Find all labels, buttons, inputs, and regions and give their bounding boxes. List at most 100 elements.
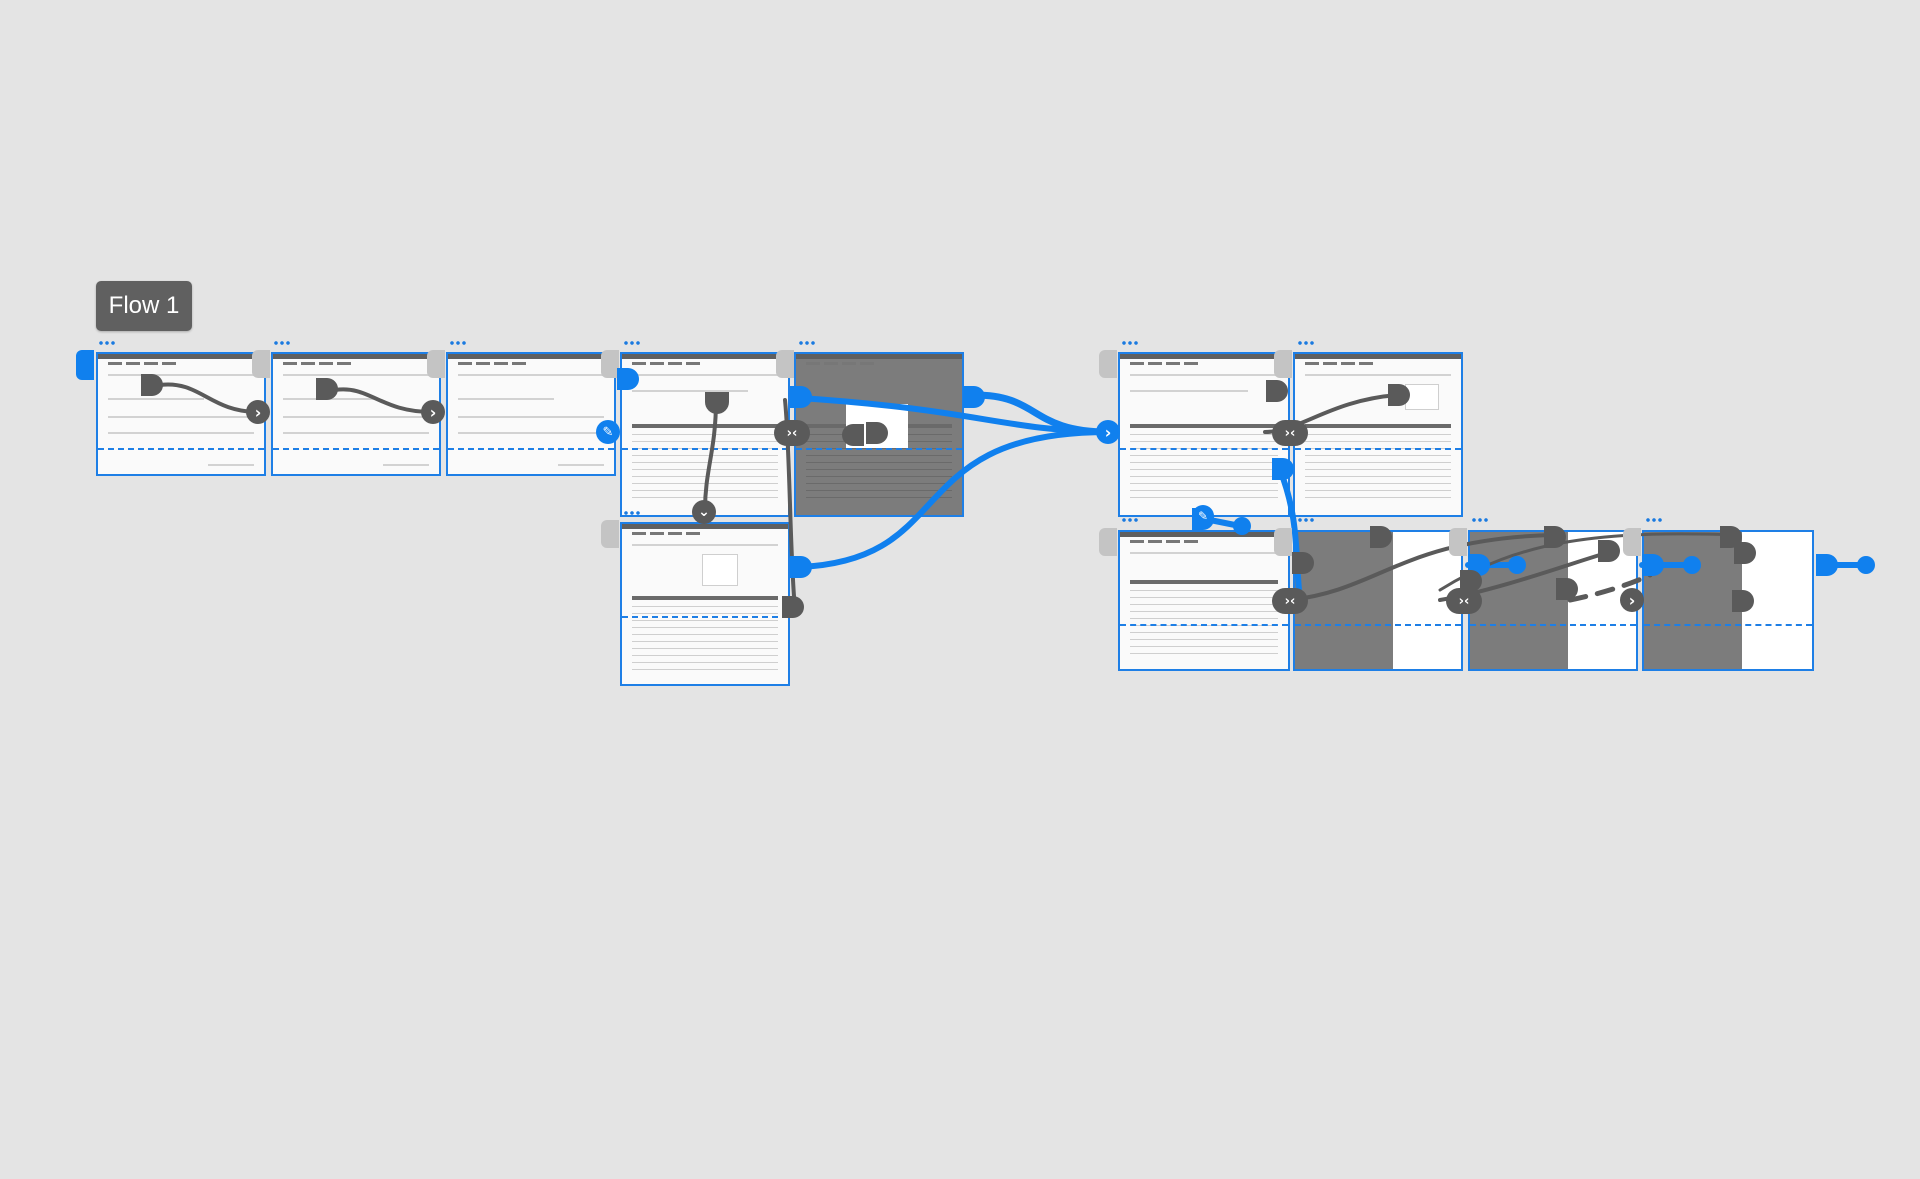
artboard-fold-line — [1295, 448, 1461, 450]
artboard-field-line — [283, 416, 429, 418]
artboard-screen-12[interactable] — [1642, 530, 1814, 671]
next-hub-chevron-right-icon[interactable]: › — [1096, 420, 1120, 444]
artboard-header-line — [108, 374, 254, 376]
artboard-tab[interactable] — [1274, 350, 1292, 378]
flow-label[interactable]: Flow 1 — [96, 281, 192, 331]
down-hub-chevron-down-icon[interactable]: ⌄ — [692, 500, 716, 524]
artboard-header-line — [632, 544, 778, 546]
collapse-hub-collapse-arrows-icon[interactable]: ›‹ — [1446, 588, 1482, 614]
artboard-header-line — [1130, 552, 1278, 554]
artboard-screen-9[interactable] — [1118, 530, 1290, 671]
artboard-menu-dots-icon[interactable] — [1471, 518, 1489, 522]
link-endpoint[interactable] — [1683, 556, 1701, 574]
next-hub-chevron-right-icon[interactable]: › — [421, 400, 445, 424]
artboard-screen-3[interactable] — [446, 352, 616, 476]
artboard-header-line — [1130, 374, 1278, 376]
artboard-menu-dots-icon[interactable] — [1121, 341, 1139, 345]
artboard-fold-line — [622, 616, 788, 618]
hotspot-pin[interactable] — [1460, 570, 1482, 592]
artboard-menu-dots-icon[interactable] — [98, 341, 116, 345]
artboard-menu-dots-icon[interactable] — [623, 511, 641, 515]
artboard-menu-dots-icon[interactable] — [1297, 518, 1315, 522]
artboard-fold-line — [1120, 448, 1288, 450]
link-endpoint[interactable] — [1233, 517, 1251, 535]
hotspot-pin[interactable] — [1388, 384, 1410, 406]
artboard-table-rows — [1130, 590, 1278, 655]
hotspot-pin[interactable] — [617, 368, 639, 390]
artboard-fold-line — [448, 448, 614, 450]
artboard-title-bar — [448, 354, 614, 359]
artboard-menu-dots-icon[interactable] — [449, 341, 467, 345]
edit-hub-pencil-icon[interactable]: ✎ — [596, 420, 620, 444]
artboard-buttons — [383, 464, 429, 466]
hotspot-pin[interactable] — [866, 422, 888, 444]
artboard-nav-tabs — [632, 362, 702, 365]
hotspot-pin[interactable] — [963, 386, 985, 408]
artboard-screen-7[interactable] — [1118, 352, 1290, 517]
hotspot-pin[interactable] — [1642, 554, 1664, 576]
hotspot-pin[interactable] — [1556, 578, 1578, 600]
edit-hub-pencil-icon[interactable]: ✎ — [1192, 505, 1214, 527]
hotspot-pin[interactable] — [1544, 526, 1566, 548]
hotspot-pin[interactable] — [1816, 554, 1838, 576]
artboard-nav-tabs — [1130, 362, 1200, 365]
artboard-tab[interactable] — [1099, 528, 1117, 556]
next-hub-chevron-right-icon[interactable]: › — [1620, 588, 1644, 612]
artboard-tab[interactable] — [776, 350, 794, 378]
hotspot-pin[interactable] — [1292, 552, 1314, 574]
hotspot-pin[interactable] — [782, 596, 804, 618]
hotspot-pin[interactable] — [1598, 540, 1620, 562]
link-endpoint[interactable] — [1857, 556, 1875, 574]
collapse-hub-collapse-arrows-icon[interactable]: ›‹ — [1272, 420, 1308, 446]
artboard-fold-line — [796, 448, 962, 450]
hotspot-pin[interactable] — [1272, 458, 1294, 480]
artboard-table-rows — [1305, 434, 1451, 501]
artboard-screen-6[interactable] — [620, 522, 790, 686]
hotspot-pin[interactable] — [790, 386, 812, 408]
artboard-screen-8[interactable] — [1293, 352, 1463, 517]
hotspot-pin[interactable] — [1732, 590, 1754, 612]
link-gray — [1288, 533, 1552, 602]
artboard-menu-dots-icon[interactable] — [273, 341, 291, 345]
artboard-title-bar — [1120, 532, 1288, 537]
artboard-tab[interactable] — [1099, 350, 1117, 378]
artboard-tab[interactable] — [427, 350, 445, 378]
link-endpoint[interactable] — [1508, 556, 1526, 574]
artboard-tab[interactable] — [1623, 528, 1641, 556]
artboard-buttons — [558, 464, 604, 466]
artboard-table-header — [632, 596, 778, 600]
hotspot-pin[interactable] — [1266, 380, 1288, 402]
artboard-screen-1[interactable] — [96, 352, 266, 476]
artboard-fold-line — [1295, 624, 1461, 626]
artboard-nav-tabs — [283, 362, 353, 365]
link-blue — [797, 395, 1111, 435]
artboard-menu-dots-icon[interactable] — [1645, 518, 1663, 522]
flow-start-tab[interactable] — [76, 350, 94, 380]
artboard-tab[interactable] — [1449, 528, 1467, 556]
hotspot-pin[interactable] — [705, 392, 729, 414]
link-gray — [333, 387, 434, 414]
artboard-screen-2[interactable] — [271, 352, 441, 476]
artboard-menu-dots-icon[interactable] — [623, 341, 641, 345]
hotspot-pin[interactable] — [1734, 542, 1756, 564]
hotspot-pin[interactable] — [1370, 526, 1392, 548]
artboard-tab[interactable] — [1274, 528, 1292, 556]
artboard-menu-dots-icon[interactable] — [1297, 341, 1315, 345]
hotspot-pin[interactable] — [790, 556, 812, 578]
artboard-header-line — [283, 374, 429, 376]
artboard-menu-dots-icon[interactable] — [1121, 518, 1139, 522]
artboard-title-bar — [622, 354, 788, 359]
artboard-tab[interactable] — [252, 350, 270, 378]
next-hub-chevron-right-icon[interactable]: › — [246, 400, 270, 424]
artboard-table-header — [1130, 424, 1278, 428]
collapse-hub-collapse-arrows-icon[interactable]: ›‹ — [1272, 588, 1308, 614]
artboard-menu-dots-icon[interactable] — [798, 341, 816, 345]
hotspot-pin[interactable] — [316, 378, 338, 400]
artboard-tab[interactable] — [601, 520, 619, 548]
artboard-tab[interactable] — [601, 350, 619, 378]
hotspot-pin[interactable] — [842, 424, 864, 446]
artboard-fold-line — [1120, 624, 1288, 626]
collapse-hub-collapse-arrows-icon[interactable]: ›‹ — [774, 420, 810, 446]
hotspot-pin[interactable] — [141, 374, 163, 396]
